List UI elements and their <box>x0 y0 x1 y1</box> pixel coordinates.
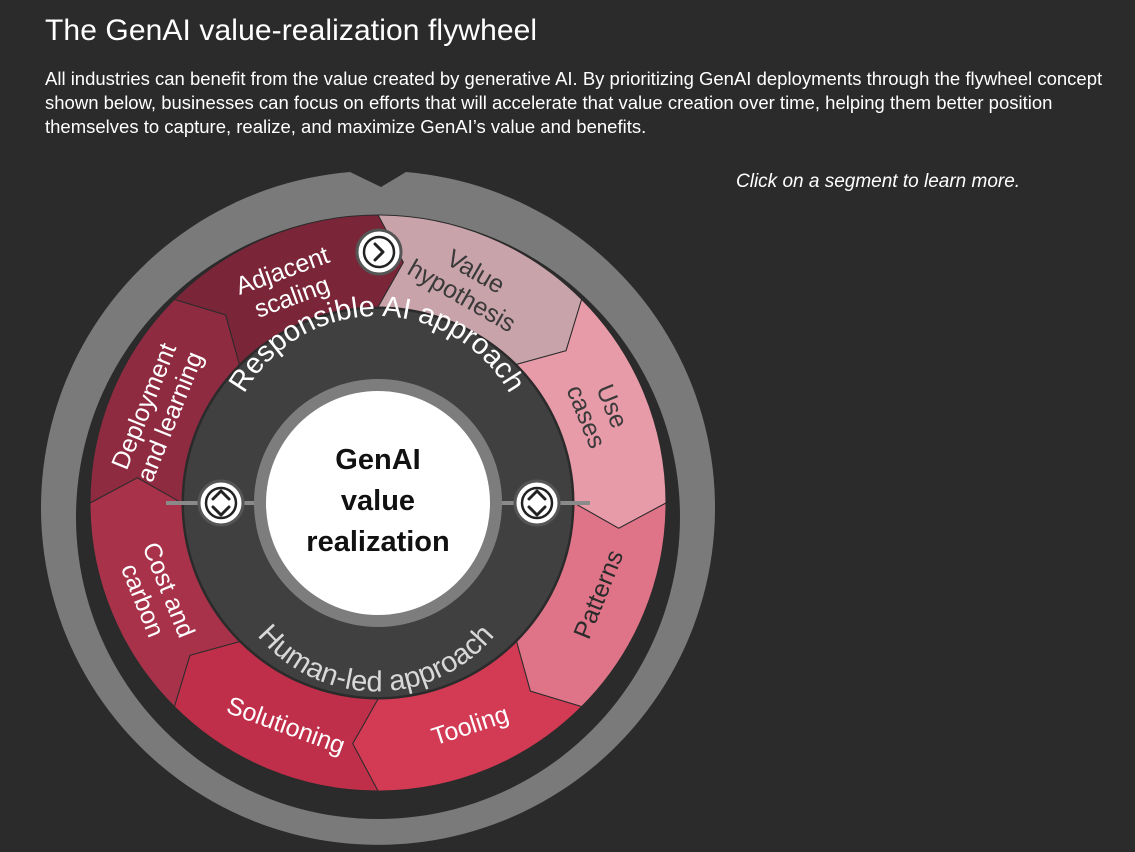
segment-use-cases[interactable]: Usecases <box>515 298 667 529</box>
toggle-approach-right-button[interactable] <box>513 479 561 527</box>
intro-paragraph: All industries can benefit from the valu… <box>45 68 1103 137</box>
segment-shape <box>173 214 404 366</box>
segment-solutioning[interactable]: Solutioning <box>173 641 379 792</box>
chevron-up-down-icon <box>527 489 547 517</box>
next-button[interactable] <box>355 228 403 276</box>
instruction-hint: Click on a segment to learn more. <box>736 171 1021 192</box>
segment-cost-and-carbon[interactable]: Cost andcarbon <box>89 477 241 708</box>
center-title-line-2: value <box>341 485 415 517</box>
chevron-right-icon <box>373 242 385 262</box>
segment-tooling[interactable]: Tooling <box>352 640 583 792</box>
chevron-up-down-icon <box>211 489 231 517</box>
segment-adjacent-scaling[interactable]: Adjacentscaling <box>173 214 404 366</box>
segment-patterns[interactable]: Patterns <box>516 502 667 708</box>
toggle-approach-left-button[interactable] <box>197 479 245 527</box>
center-title-line-3: realization <box>306 526 449 558</box>
page-title: The GenAI value-realization flywheel <box>45 14 538 47</box>
hub-center <box>266 391 490 615</box>
flywheel-segments: ValuehypothesisUsecasesPatternsToolingSo… <box>89 214 667 792</box>
center-title-line-1: GenAI <box>335 444 420 476</box>
